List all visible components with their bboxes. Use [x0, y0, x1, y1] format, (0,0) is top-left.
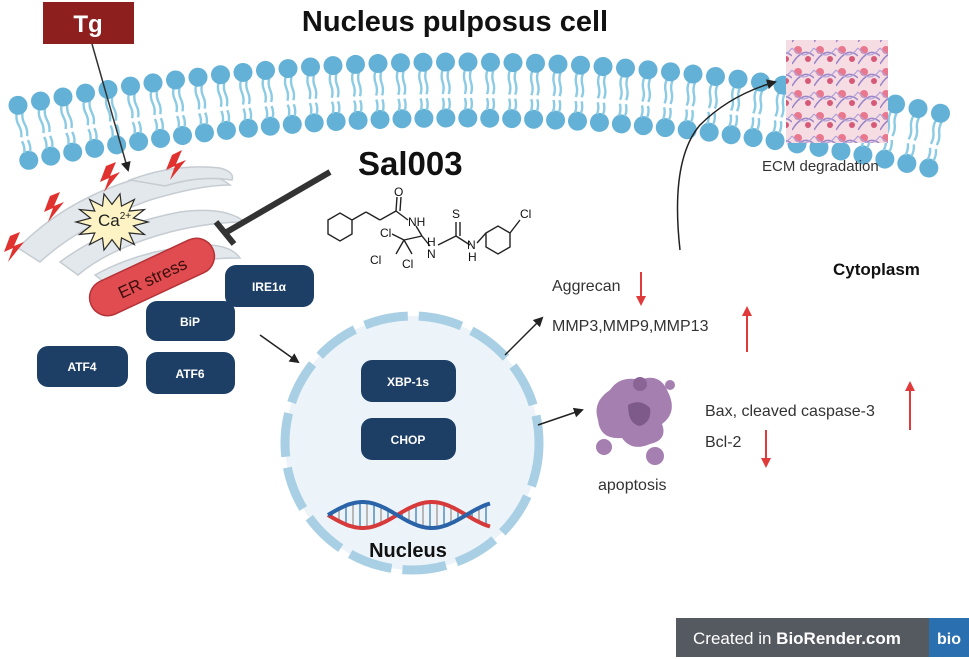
svg-text:Cl: Cl [402, 257, 413, 271]
nucleus-label: Nucleus [369, 540, 447, 562]
phospholipid [323, 56, 346, 131]
phospholipid [413, 52, 434, 128]
svg-text:ATF6: ATF6 [175, 367, 204, 381]
phospholipid [568, 55, 590, 131]
apoptosis-cell-icon [596, 377, 675, 465]
phospholipid [166, 70, 193, 146]
endoplasmic-reticulum [16, 166, 248, 286]
phospholipid [589, 57, 613, 132]
arrow-to-ecm-genes [504, 316, 544, 356]
inhibition-line [223, 169, 332, 236]
calcium-burst-icon [73, 192, 151, 252]
phospholipid [368, 53, 390, 129]
ecm-label: ECM degradation [762, 158, 879, 175]
drug-label: Sal003 [358, 145, 463, 182]
phospholipid [31, 91, 61, 166]
svg-text:H: H [468, 250, 477, 264]
phospholipid [677, 64, 703, 140]
phospholipid [233, 62, 258, 138]
phospholipid [76, 83, 105, 158]
biorender-credit: Created in BioRender.com bio [676, 618, 969, 657]
phospholipid [502, 53, 523, 129]
mmp-label: MMP3,MMP9,MMP13 [552, 318, 709, 335]
phospholipid [53, 87, 83, 162]
protein-atf6: ATF6 [146, 352, 235, 394]
sal003-structure [327, 196, 521, 255]
arrow-to-nucleus [259, 334, 300, 364]
phospholipid [121, 76, 149, 152]
svg-text:Cl: Cl [380, 226, 391, 240]
phospholipid [524, 53, 545, 129]
phospholipid [919, 103, 950, 178]
svg-text:BiP: BiP [180, 315, 200, 329]
apoptosis-label: apoptosis [598, 477, 667, 494]
phospholipid [480, 52, 500, 128]
phospholipid [143, 73, 171, 148]
phospholipid [633, 60, 658, 136]
bax-label: Bax, cleaved caspase-3 [705, 403, 875, 420]
svg-text:ATF4: ATF4 [67, 360, 96, 374]
svg-text:NH: NH [408, 215, 425, 229]
phospholipid [301, 57, 324, 133]
phospholipid [897, 99, 928, 173]
calcium-label: Ca2+ [98, 211, 131, 230]
protein-chop: CHOP [361, 418, 456, 460]
credit-text: Created in BioRender.com [693, 629, 901, 648]
cytoplasm-label: Cytoplasm [833, 260, 920, 279]
phospholipid [875, 94, 905, 169]
svg-text:XBP-1s: XBP-1s [387, 375, 429, 389]
dna-helix-icon [326, 500, 491, 530]
arrow-to-apoptosis [537, 407, 584, 426]
phospholipid [436, 52, 456, 128]
phospholipid [346, 54, 368, 130]
phospholipid [699, 66, 725, 142]
phospholipid [188, 67, 214, 143]
phospholipid [546, 54, 568, 130]
phospholipid [655, 62, 680, 138]
protein-ire1a: IRE1α [225, 265, 314, 307]
sal003-atoms: O NH S Cl Cl Cl Cl H N N H [370, 185, 531, 271]
bcl2-label: Bcl-2 [705, 434, 742, 451]
tg-arrow [91, 43, 131, 172]
stress-lightning-icons [4, 150, 186, 262]
phospholipid [721, 69, 748, 145]
inhibition-bar [213, 220, 237, 246]
svg-text:Cl: Cl [370, 253, 381, 267]
protein-xbp1s: XBP-1s [361, 360, 456, 402]
protein-bip: BiP [146, 301, 235, 341]
phospholipid [458, 52, 478, 128]
phospholipid [211, 65, 236, 140]
phospholipid [743, 72, 770, 148]
svg-text:Cl: Cl [520, 207, 531, 221]
phospholipid [8, 95, 39, 170]
diagram-title: Nucleus pulposus cell [302, 6, 608, 38]
credit-badge: bio [937, 631, 961, 648]
svg-text:N: N [427, 247, 436, 261]
tg-box [43, 2, 134, 44]
svg-text:O: O [394, 185, 403, 199]
svg-text:H: H [427, 235, 436, 249]
phospholipid [391, 53, 412, 129]
arrow-to-ecm [676, 79, 777, 251]
protein-atf4: ATF4 [37, 346, 128, 387]
svg-text:S: S [452, 207, 460, 221]
ecm-image [786, 40, 888, 143]
aggrecan-label: Aggrecan [552, 278, 621, 295]
svg-text:N: N [467, 238, 476, 252]
tg-label: Tg [73, 11, 102, 38]
svg-text:CHOP: CHOP [391, 433, 426, 447]
phospholipid [278, 59, 302, 134]
phospholipid [611, 58, 635, 134]
phospholipid [256, 60, 280, 136]
svg-text:IRE1α: IRE1α [252, 280, 287, 294]
